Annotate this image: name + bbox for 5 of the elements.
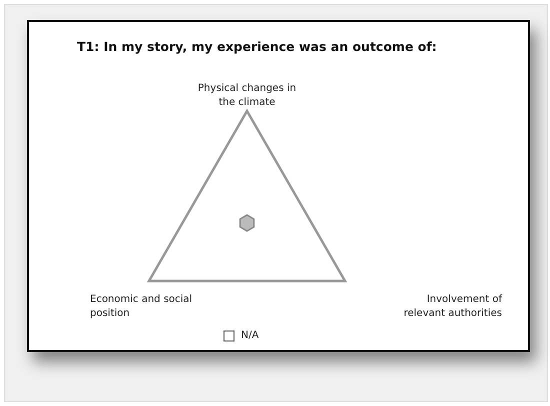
- checkbox-label: N/A: [241, 329, 260, 343]
- corner-label: Economic and social position: [90, 293, 194, 321]
- question-title: T1: In my story, my experience was an outcome of:: [77, 40, 437, 54]
- corner-label: Physical changes in the climate: [196, 82, 298, 110]
- corner-label: Involvement of relevant authorities: [402, 293, 502, 321]
